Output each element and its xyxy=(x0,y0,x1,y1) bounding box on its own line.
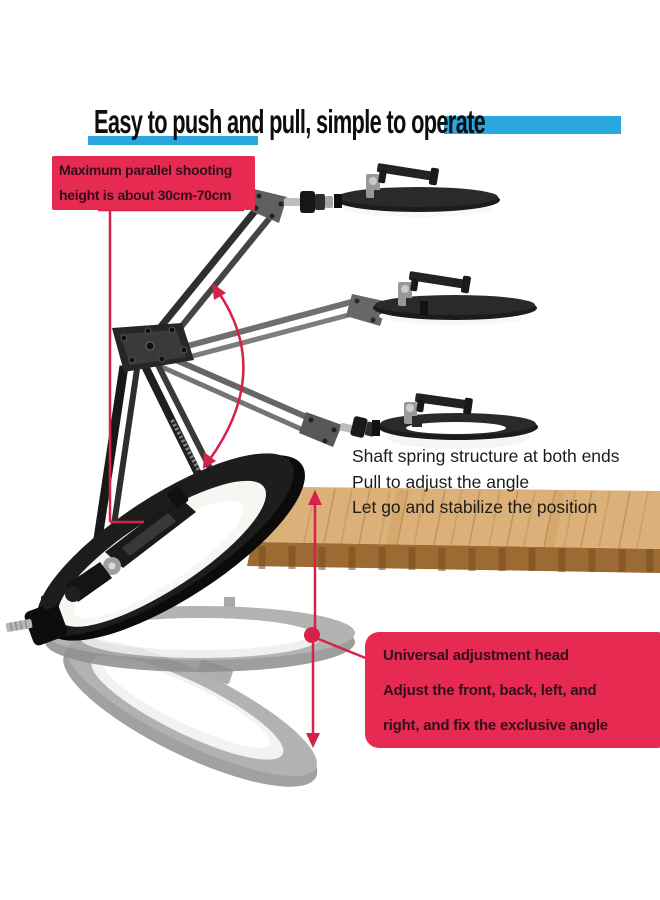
callout-line: Maximum parallel shooting xyxy=(59,162,232,178)
annotation-lines xyxy=(98,208,369,748)
note-shaft-spring: Shaft spring structure at both ends Pull… xyxy=(352,444,620,521)
arrowhead-down xyxy=(306,733,320,748)
note-line: Shaft spring structure at both ends xyxy=(352,446,620,466)
ball-head-mount xyxy=(5,562,112,646)
callout-universal-head: Universal adjustment head Adjust the fro… xyxy=(365,632,660,748)
main-ring-light xyxy=(5,453,305,646)
page-title: Easy to push and pull, simple to operate xyxy=(94,103,486,140)
callout-line: Universal adjustment head xyxy=(383,647,569,664)
title-highlight-accent xyxy=(444,116,621,134)
phone-clamp-main xyxy=(103,486,196,575)
pivot-joint xyxy=(112,323,194,372)
ghost-ring-tilted xyxy=(63,638,318,787)
title-underline-accent xyxy=(88,136,258,145)
desk-board xyxy=(247,487,660,573)
arrowhead-up xyxy=(308,490,322,505)
arrowhead-down-left xyxy=(203,452,216,469)
note-line: Pull to adjust the angle xyxy=(352,471,530,492)
ring-light-lower xyxy=(372,393,538,449)
callout-line: height is about 30cm-70cm xyxy=(59,187,232,203)
phone-clamp-lower xyxy=(404,393,473,427)
note-line: Let go and stabilize the position xyxy=(352,497,598,517)
callout-max-height: Maximum parallel shooting height is abou… xyxy=(52,156,255,210)
ring-light-top xyxy=(334,163,500,217)
callout-line: right, and fix the exclusive angle xyxy=(383,717,608,734)
phone-clamp-top xyxy=(366,163,439,202)
angle-arc-arrow xyxy=(208,292,245,460)
scissor-arm-assembly xyxy=(91,189,422,553)
arrowhead-up-left xyxy=(212,283,226,300)
leader-to-callout xyxy=(315,636,369,661)
phone-clamp-middle xyxy=(398,271,471,310)
ring-light-middle xyxy=(373,271,537,325)
callout-line: Adjust the front, back, left, and xyxy=(383,682,597,699)
anchor-dot xyxy=(304,627,320,643)
